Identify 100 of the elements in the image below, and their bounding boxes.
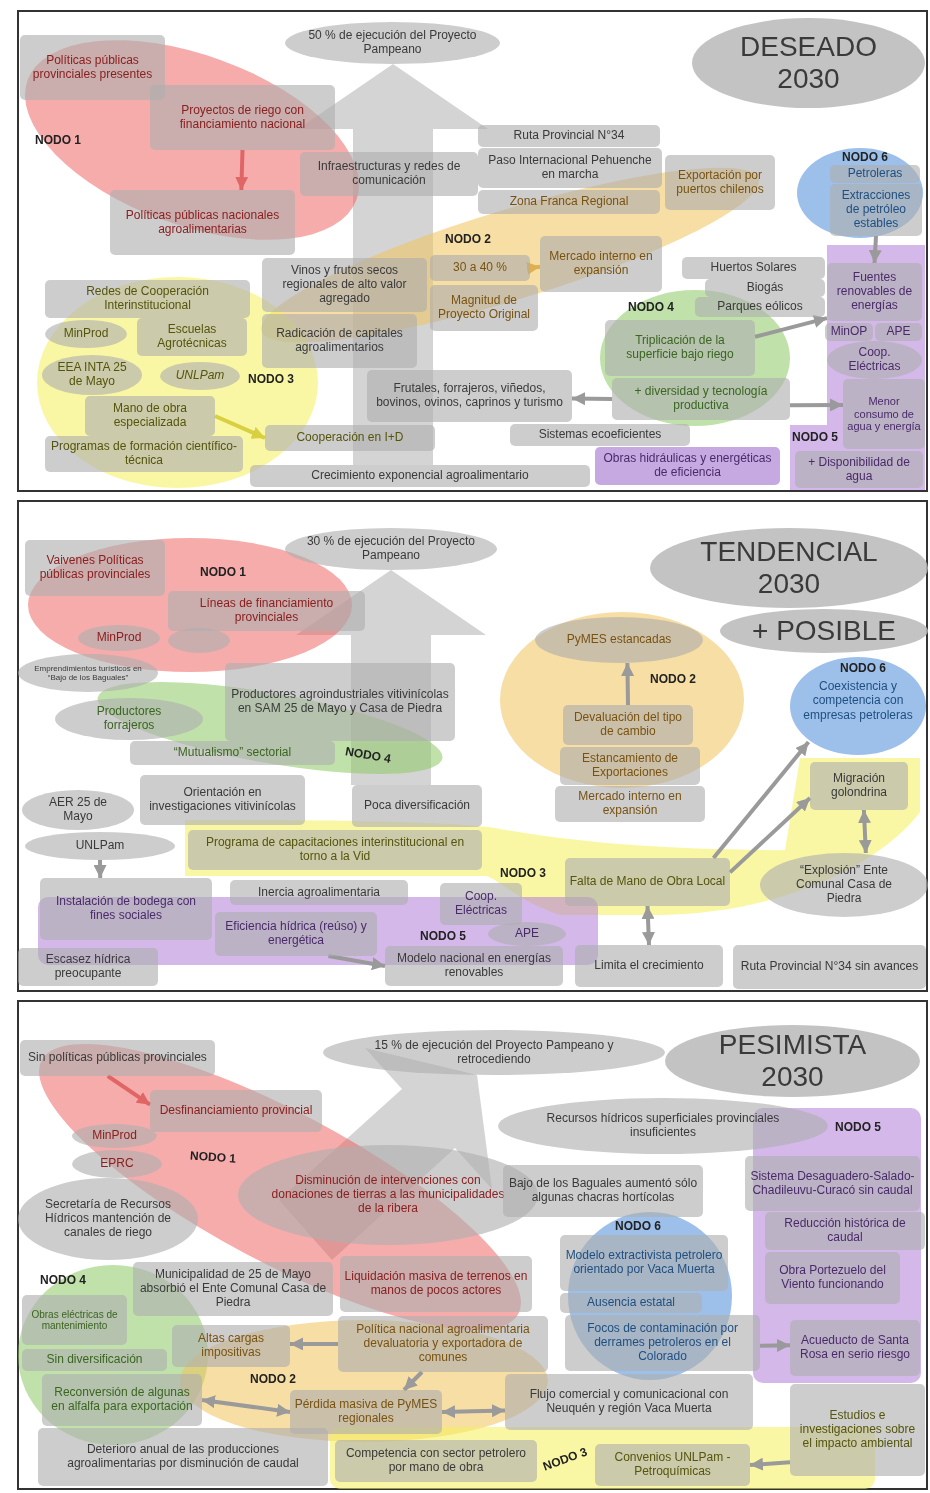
text-box: Programa de capacitaciones interinstitucional en torno a la Vid	[188, 830, 482, 870]
text-box: Biogás	[705, 279, 825, 297]
text-box: Fuentes renovables de energías	[827, 263, 922, 321]
text-ellipse: UNLPam	[160, 362, 240, 390]
group-label: NODO 2	[650, 672, 696, 686]
group-label: NODO 4	[628, 300, 674, 314]
text-box: Competencia con sector petrolero por mano de obra	[335, 1440, 537, 1482]
text-box: Mercado interno en expansión	[540, 236, 662, 292]
text-box: Liquidación masiva de terrenos en manos de pocos actores	[340, 1256, 532, 1312]
arrow	[106, 1074, 152, 1107]
arrow	[441, 1404, 506, 1419]
group-label: NODO 5	[835, 1120, 881, 1134]
text-box: Deterioro anual de las producciones agroalimentarias por disminución de caudal	[38, 1428, 328, 1486]
text-box: Municipalidad de 25 de Mayo absorbió el Ente Comunal Casa de Piedra	[133, 1262, 333, 1316]
arrow	[790, 398, 843, 412]
text-box: Modelo nacional en energías renovables	[385, 946, 563, 986]
text-box: Escasez hídrica preocupante	[18, 948, 158, 986]
arrow	[402, 1370, 424, 1392]
text-box: Ruta Provincial N°34	[478, 125, 660, 147]
arrow	[235, 149, 249, 191]
arrow	[641, 905, 655, 946]
text-box: Crecimiento exponencial agroalimentario	[250, 465, 590, 487]
text-ellipse: MinProd	[45, 320, 127, 348]
text-box: Sistemas ecoeficientes	[510, 424, 690, 446]
text-box: Orientación en investigaciones vitivinícolas	[140, 775, 305, 825]
text-box: Altas cargas impositivas	[172, 1325, 290, 1367]
text-box: Focos de contaminación por derrames petroleros en el Colorado	[565, 1315, 760, 1371]
text-box: Reconversión de algunas en alfalfa para exportación	[42, 1374, 202, 1426]
text-box: Vaivenes Políticas públicas provinciales	[25, 540, 165, 596]
text-box: Falta de Mano de Obra Local	[565, 858, 730, 906]
group-label: NODO 5	[792, 430, 838, 444]
text-box: Huertos Solares	[682, 257, 825, 279]
text-box: Migración golondrina	[810, 762, 908, 810]
text-box: MinOP	[825, 323, 873, 341]
block-arrow	[279, 1048, 492, 1260]
text-ellipse: PyMES estancadas	[535, 617, 703, 663]
text-ellipse: 50 % de ejecución del Proyecto Pampeano	[285, 22, 500, 64]
text-box: Petroleras	[830, 165, 920, 183]
group-label: NODO 1	[200, 565, 246, 579]
arrow	[328, 954, 386, 971]
text-box: Acueducto de Santa Rosa en serio riesgo	[790, 1320, 920, 1376]
text-box: Reducción histórica de caudal	[765, 1212, 925, 1250]
text-box: Coop. Eléctricas	[440, 883, 522, 925]
text-ellipse: Emprendimientos turísticos en “Bajo de los Baguales”	[18, 654, 158, 692]
arrow	[526, 261, 541, 275]
text-box: Proyectos de riego con financiamiento nacional	[150, 85, 335, 150]
text-box: Paso Internacional Pehuenche en marcha	[478, 148, 662, 188]
text-box: Obras hidráulicas y energéticas de eficiencia	[595, 447, 780, 485]
arrow	[754, 315, 828, 339]
text-ellipse: AER 25 de Mayo	[22, 790, 134, 830]
text-box: Cooperación en I+D	[265, 425, 435, 451]
text-box: Extracciones de petróleo estables	[830, 184, 922, 236]
group-label: NODO 6	[615, 1219, 661, 1233]
text-box: Mano de obra especializada	[85, 396, 215, 436]
group-label: NODO 1	[189, 1148, 237, 1166]
text-box: Magnitud de Proyecto Original	[430, 285, 538, 331]
text-box: Eficiencia hídrica (reúso) y energética	[215, 912, 377, 956]
text-box: Estudios e investigaciones sobre el impacto ambiental	[790, 1384, 925, 1476]
group-label: NODO 5	[420, 929, 466, 943]
text-box: + Disponibilidad de agua	[795, 451, 923, 488]
arrow	[290, 1337, 338, 1351]
text-box: Zona Franca Regional	[478, 190, 660, 214]
text-box: Vinos y frutos secos regionales de alto valor agregado	[262, 258, 427, 312]
text-box: Ausencia estatal	[560, 1293, 702, 1313]
arrow	[868, 235, 882, 264]
text-box: Estancamiento de Exportaciones	[560, 747, 700, 785]
block-arrow	[296, 570, 486, 785]
group-label: NODO 3	[500, 866, 546, 880]
group-text: Coexistencia y competencia con empresas petroleras	[802, 679, 914, 723]
text-box: Triplicación de la superficie bajo riego	[605, 320, 755, 376]
text-box: Radicación de capitales agroalimentarios	[262, 314, 417, 368]
text-box: Devaluación del tipo de cambio	[563, 705, 693, 745]
group-label: NODO 2	[445, 232, 491, 246]
arrow	[759, 1338, 791, 1352]
text-box: Infraestructuras y redes de comunicación	[300, 152, 478, 196]
text-box: Menor consumo de agua y energía	[843, 379, 925, 449]
group-label: NODO 6	[842, 150, 888, 164]
text-box: Flujo comercial y comunicacional con Neuquén y región Vaca Muerta	[505, 1374, 753, 1430]
arrow	[728, 796, 812, 874]
text-box: Modelo extractivista petrolero orientado por Vaca Muerta	[560, 1235, 728, 1291]
arrow	[858, 809, 872, 854]
text-box: Instalación de bodega con fines sociales	[40, 878, 212, 940]
empty-ellipse	[168, 628, 230, 653]
arrow	[571, 392, 613, 406]
arrow	[749, 1457, 791, 1471]
text-box: Bajo de los Baguales aumentó sólo algunas chacras hortícolas	[503, 1165, 703, 1217]
text-box: Obra Portezuelo del Viento funcionando	[765, 1252, 900, 1304]
text-box: Sin diversificación	[22, 1349, 167, 1371]
arrow	[93, 859, 107, 879]
text-box: Política nacional agroalimentaria devaluatoria y exportadora de comunes	[338, 1316, 548, 1372]
text-ellipse: Productores forrajeros	[55, 698, 203, 740]
text-box: Ruta Provincial N°34 sin avances	[733, 945, 926, 989]
text-box: Políticas públicas nacionales agroalimentarias	[110, 190, 295, 255]
text-ellipse: EPRC	[72, 1150, 162, 1178]
text-ellipse: UNLPam	[25, 832, 175, 860]
text-ellipse: APE	[488, 922, 566, 946]
text-box: “Mutualismo” sectorial	[130, 741, 335, 765]
text-box: Desfinanciamiento provincial	[150, 1090, 322, 1132]
block-arrow	[298, 64, 488, 465]
text-ellipse: Secretaría de Recursos Hídricos mantención de canales de riego	[18, 1178, 198, 1260]
